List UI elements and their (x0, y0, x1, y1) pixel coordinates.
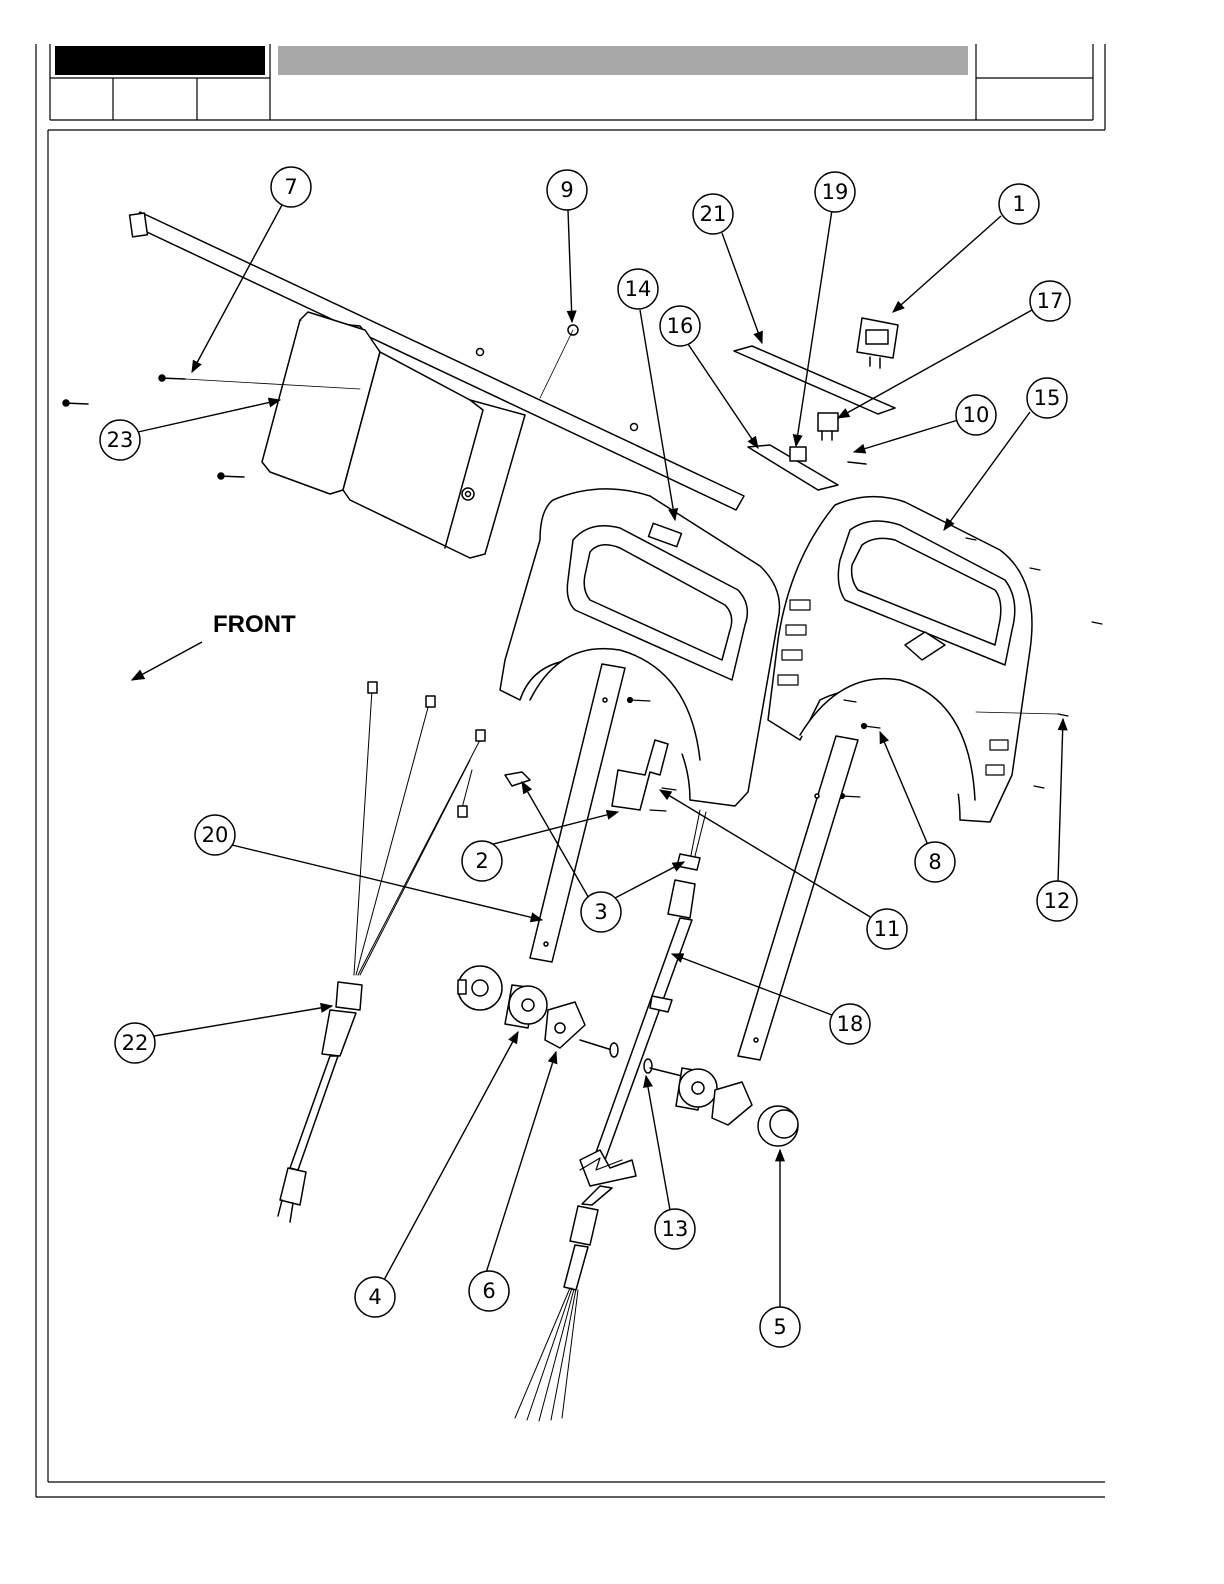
callout-11-label: 11 (874, 917, 901, 941)
knob-5 (758, 1106, 798, 1146)
callout-6-label: 6 (482, 1279, 495, 1303)
screw-23-b (218, 473, 244, 479)
nut-b (631, 424, 638, 431)
ratchet-clamp-6 (545, 1002, 585, 1048)
callout-16-label: 16 (667, 314, 694, 338)
section-gray-bar (278, 46, 968, 75)
relay-17 (818, 413, 838, 440)
callout-7-label: 7 (284, 175, 297, 199)
front-direction-label: FRONT (213, 611, 296, 638)
callout-10-label: 10 (963, 403, 990, 427)
nut-a (477, 349, 484, 356)
callout-20-label: 20 (202, 823, 229, 847)
callout-4-label: 4 (368, 1285, 381, 1309)
callout-23-label: 23 (107, 428, 134, 452)
nut-9-centerline (540, 330, 573, 398)
callout-12-label: 12 (1044, 889, 1071, 913)
callout-13-label: 13 (662, 1217, 689, 1241)
ratchet-clamp-right (712, 1082, 752, 1125)
carriage-bolt-13 (644, 1059, 682, 1076)
power-cord-22 (278, 682, 485, 1222)
rear-handle-housing-15 (768, 497, 1032, 822)
callout-15-label: 15 (1034, 386, 1061, 410)
callout-22-label: 22 (122, 1031, 149, 1055)
knob-left (458, 966, 502, 1010)
callout-1-label: 1 (1012, 192, 1025, 216)
callout-5-label: 5 (773, 1315, 786, 1339)
title-black-bar (55, 46, 265, 75)
cable-clip-3 (505, 772, 530, 786)
callout-17-label: 17 (1037, 289, 1064, 313)
callout-19-label: 19 (822, 180, 849, 204)
terminal-19 (790, 447, 806, 461)
ratchet-gear-right (676, 1068, 717, 1110)
ratchet-gear-4 (505, 985, 547, 1028)
screw-10 (848, 462, 866, 464)
callout-14-label: 14 (625, 277, 652, 301)
mount-plate-21 (734, 346, 895, 414)
callout-2-label: 2 (475, 849, 488, 873)
bracket-2 (612, 740, 668, 810)
callout-8-label: 8 (928, 850, 941, 874)
screw-23-a (63, 400, 88, 406)
callout-9-label: 9 (560, 178, 573, 202)
callout-3-label: 3 (594, 900, 607, 924)
front-handle-housing-14 (500, 489, 780, 806)
callout-18-label: 18 (837, 1012, 864, 1036)
callout-21-label: 21 (700, 202, 727, 226)
carriage-bolt-left (580, 1040, 618, 1057)
front-direction-arrow (132, 642, 202, 680)
rocker-switch-1 (857, 318, 898, 368)
